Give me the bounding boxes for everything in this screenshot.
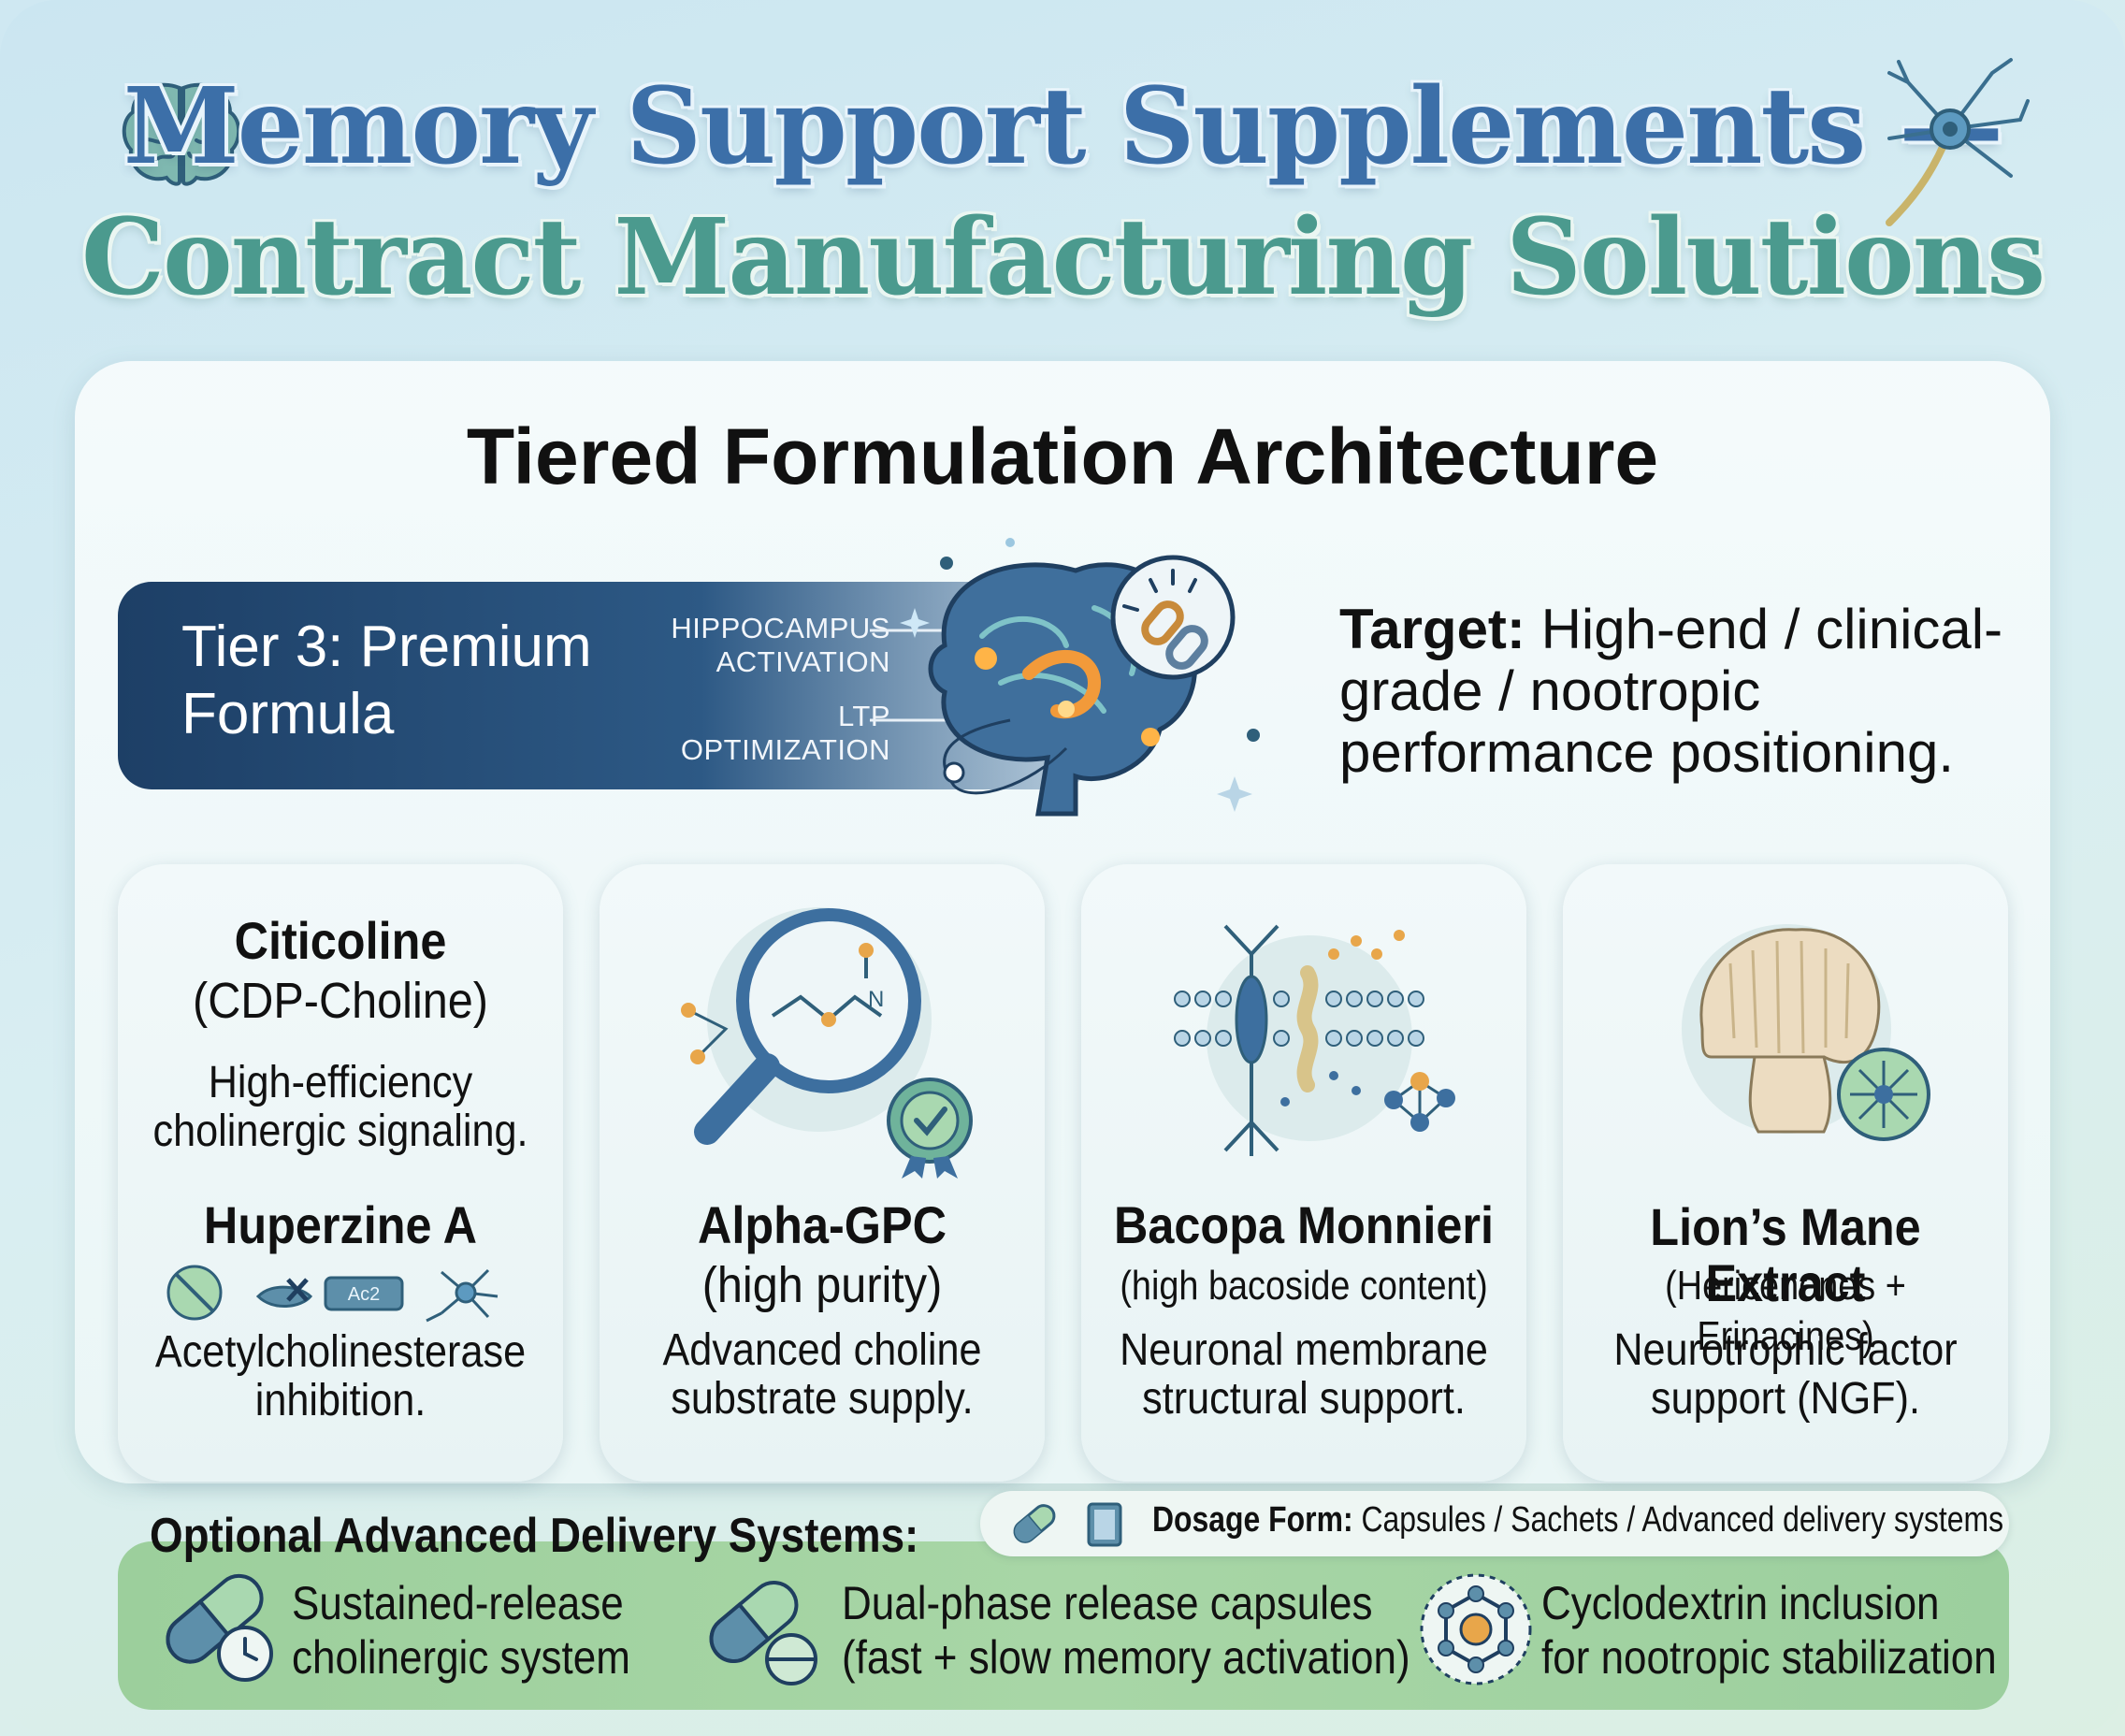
capsule-sachet-icons <box>1013 1502 1122 1547</box>
delivery-heading: Optional Advanced Delivery Systems: <box>150 1509 919 1563</box>
molecule-n-label: N <box>868 987 884 1012</box>
delivery-item1-line2: cholinergic system <box>292 1631 630 1684</box>
capsule-timer-icon <box>166 1573 273 1682</box>
ac2-label: Ac2 <box>348 1284 380 1305</box>
brain-illustration-icon <box>870 538 1260 817</box>
card1-desc-citicoline: High-efficiency cholinergic signaling. <box>152 1058 528 1156</box>
main-title-line1: Memory Support Supplements — <box>123 65 2004 188</box>
cyclodextrin-icon <box>1420 1573 1532 1685</box>
neuron-icon <box>1886 58 2030 226</box>
delivery-systems-bar <box>118 1541 2009 1710</box>
card3-sub: (high bacoside content) <box>1120 1263 1488 1309</box>
card4-desc: Neurotrophic factor support (NGF). <box>1613 1325 1958 1424</box>
brain-icon <box>122 82 241 186</box>
mushroom-icon <box>1682 924 1930 1141</box>
hippocampus-annotation: HIPPOCAMPUS ACTIVATION <box>671 612 890 678</box>
magnifier-molecule-icon: N <box>681 907 973 1179</box>
main-title-line2: Contract Manufacturing Solutions <box>80 196 2045 319</box>
card1-sub-citicoline: (CDP-Choline) <box>193 973 488 1029</box>
card1-name-citicoline: Citicoline <box>234 911 447 970</box>
tier-label: Tier 3: Premium Formula <box>181 615 592 746</box>
delivery-item1-line1: Sustained-release <box>292 1577 624 1629</box>
dosage-label: Dosage Form: <box>1152 1500 1353 1540</box>
ltp-annotation: LTP OPTIMIZATION <box>680 700 890 766</box>
delivery-item3-line1: Cyclodextrin inclusion <box>1541 1577 1940 1629</box>
card3-desc: Neuronal membrane structural support. <box>1120 1325 1488 1424</box>
dosage-value: Capsules / Sachets / Advanced delivery s… <box>1361 1500 2004 1540</box>
delivery-item3-line2: for nootropic stabilization <box>1541 1631 1997 1684</box>
card2-desc: Advanced choline substrate supply. <box>662 1325 982 1424</box>
dosage-form-pill <box>980 1491 2009 1556</box>
neuron-membrane-icon <box>1174 924 1455 1156</box>
delivery-item2-line1: Dual-phase release capsules <box>842 1577 1373 1629</box>
target-label: Target: <box>1339 598 1525 660</box>
target-positioning: Target: High-end / clinical-grade / noot… <box>1339 599 2013 784</box>
target-text: High-end / clinical-grade / nootropic pe… <box>1339 598 2003 784</box>
card2-name: Alpha-GPC <box>697 1195 947 1254</box>
section-title: Tiered Formulation Architecture <box>466 412 1659 500</box>
card4-sub: (Hericenones + Erinacines) <box>1665 1263 1906 1359</box>
card-citicoline-huperzine <box>118 864 563 1482</box>
card1-name-huperzine: Huperzine A <box>203 1195 478 1254</box>
tier-banner <box>118 582 1091 789</box>
card3-name: Bacopa Monnieri <box>1113 1195 1495 1254</box>
enzyme-inhibition-icons: Ac2 <box>166 1265 499 1323</box>
card2-sub: (high purity) <box>701 1257 943 1313</box>
delivery-item2-line2: (fast + slow memory activation) <box>842 1631 1410 1684</box>
card4-name: Lion’s Mane Extract <box>1650 1197 1921 1312</box>
dosage-form-text: Dosage Form: Capsules / Sachets / Advanc… <box>1152 1500 2003 1541</box>
dual-phase-capsule-icon <box>709 1581 817 1685</box>
card1-desc-huperzine: Acetylcholinesterase inhibition. <box>154 1327 527 1425</box>
